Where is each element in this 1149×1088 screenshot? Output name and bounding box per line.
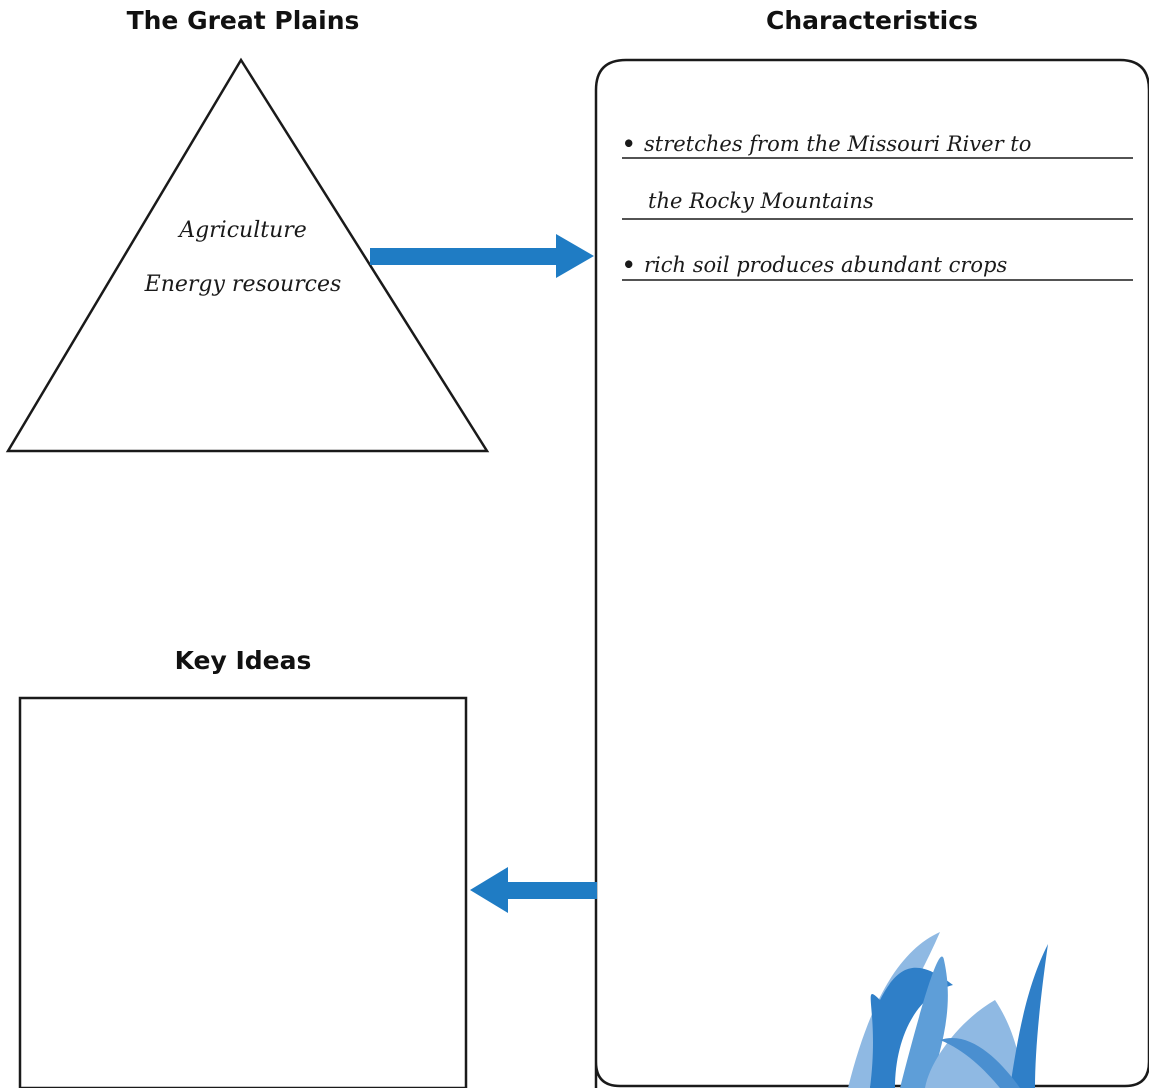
characteristic-item-1-continued: the Rocky Mountains	[622, 189, 874, 213]
triangle-text-agriculture: Agriculture	[179, 218, 307, 243]
arrow-left	[470, 867, 597, 913]
characteristic-text-2: the Rocky Mountains	[648, 189, 874, 213]
triangle-text-energy: Energy resources	[144, 272, 342, 297]
bullet-icon: •	[622, 131, 636, 156]
key-ideas-box	[18, 696, 468, 1088]
characteristic-text-1: stretches from the Missouri River to	[644, 132, 1032, 156]
bullet-icon: •	[622, 252, 636, 277]
arrow-right	[370, 234, 594, 278]
characteristics-heading: Characteristics	[766, 6, 978, 35]
characteristics-box	[594, 58, 1149, 1088]
grass-decoration	[848, 932, 1048, 1088]
characteristic-text-3: rich soil produces abundant crops	[644, 253, 1008, 277]
key-ideas-heading: Key Ideas	[174, 646, 312, 675]
characteristic-item-1: • stretches from the Missouri River to	[622, 131, 1031, 156]
great-plains-triangle	[5, 57, 490, 453]
characteristic-item-2: • rich soil produces abundant crops	[622, 252, 1007, 277]
great-plains-heading: The Great Plains	[126, 6, 360, 35]
